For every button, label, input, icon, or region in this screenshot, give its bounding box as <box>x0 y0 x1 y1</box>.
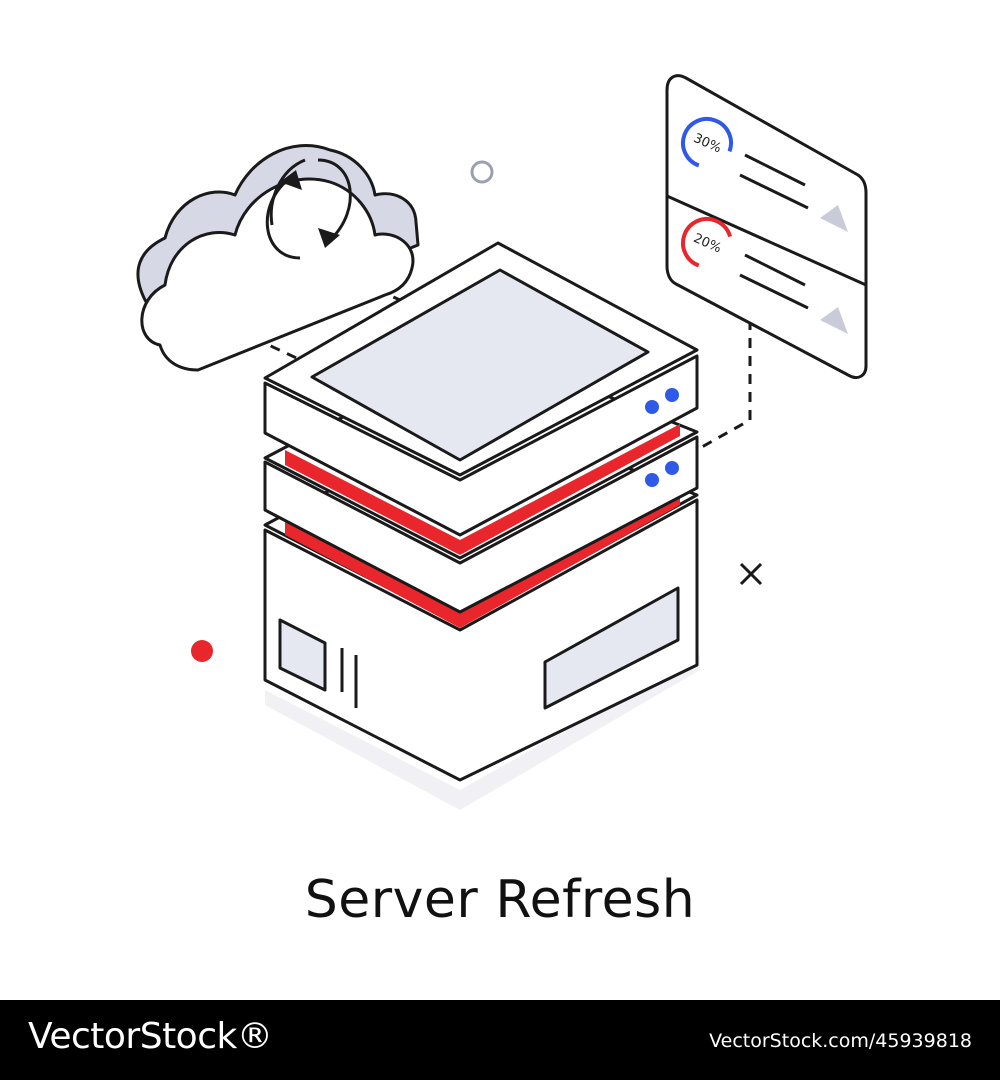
trend-triangle <box>820 307 848 334</box>
caption-title: Server Refresh <box>304 870 696 930</box>
cloud-sync-icon <box>136 144 420 372</box>
stats-panel-icon <box>665 74 868 380</box>
footer-bar: VectorStock® VectorStock.com/45939818 <box>0 1000 1000 1080</box>
server-stack-icon <box>263 241 699 782</box>
server-shadow <box>265 655 700 810</box>
circle-decoration-icon <box>470 160 494 184</box>
dot-decoration-icon <box>191 640 213 662</box>
brand-logo: VectorStock® <box>28 1016 273 1057</box>
server-refresh-illustration: 30% 20% <box>136 74 868 810</box>
trend-triangle <box>820 205 848 232</box>
image-id: VectorStock.com/45939818 <box>709 1030 972 1052</box>
cross-decoration-icon <box>739 562 763 586</box>
